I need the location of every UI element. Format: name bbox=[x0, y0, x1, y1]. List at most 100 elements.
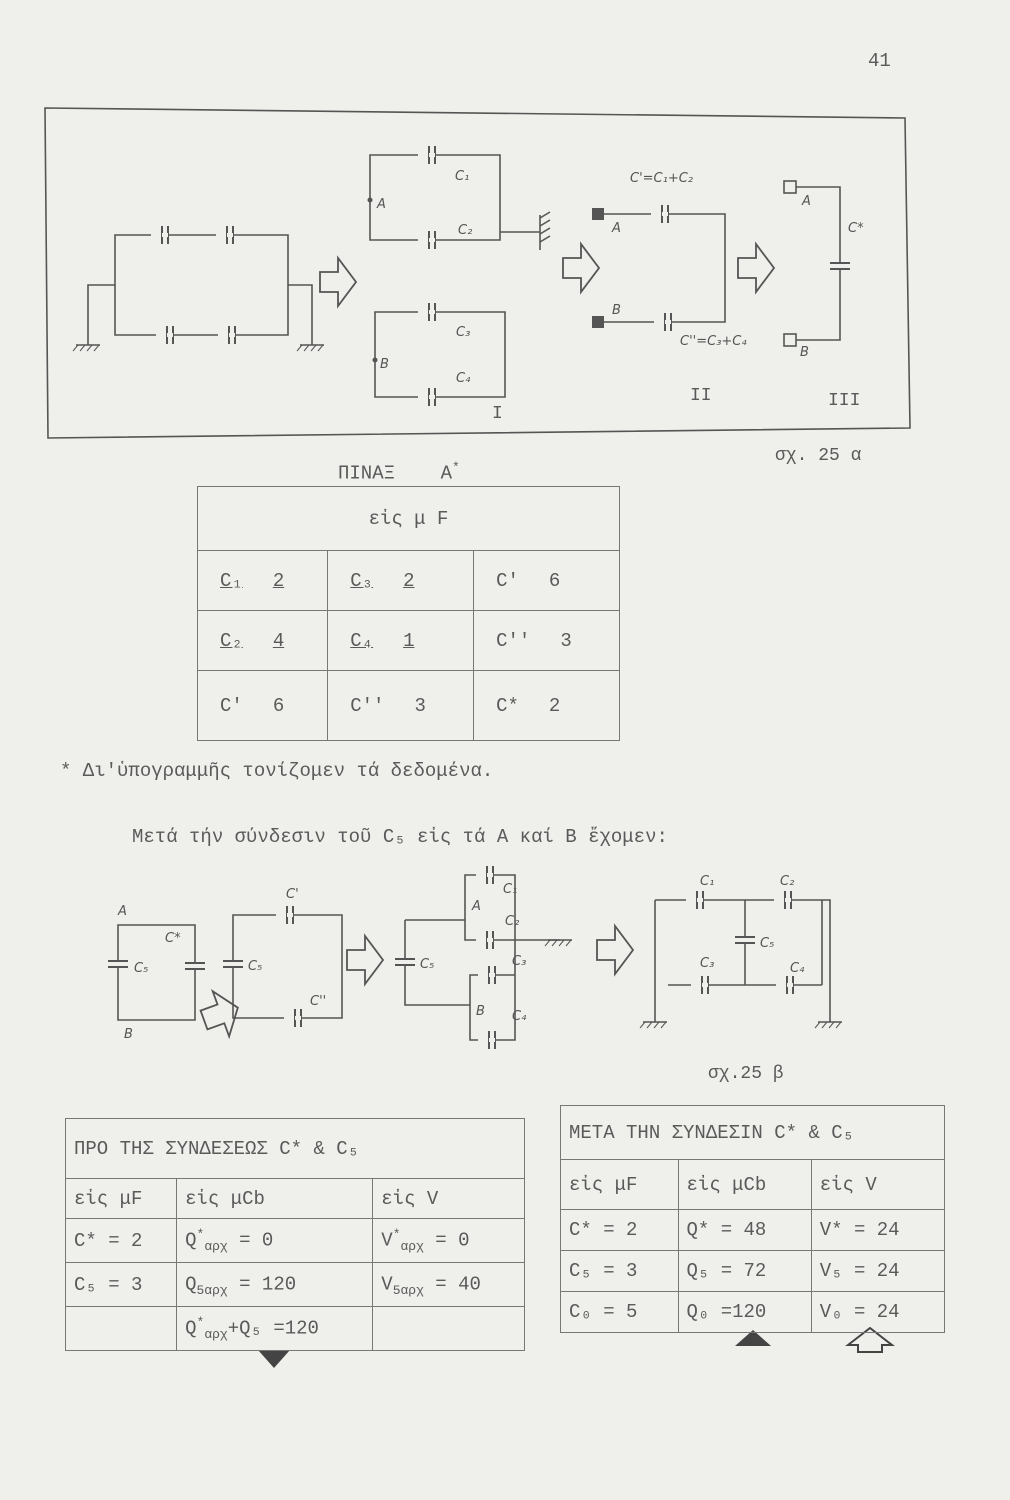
capacitance-value: 1 bbox=[403, 629, 415, 652]
table-cell: Q₀ =120 bbox=[677, 1291, 812, 1333]
capacitor-name: C₄ bbox=[350, 629, 374, 652]
table-cell: V₀ = 24 bbox=[810, 1291, 946, 1333]
table-cell: V* = 24 bbox=[810, 1209, 946, 1251]
capacitance-value: 2 bbox=[403, 569, 415, 592]
voltage-cell: V5αρχ = 40 bbox=[372, 1262, 525, 1307]
label-c5-2: C₅ bbox=[248, 959, 262, 974]
label-b-3: B bbox=[476, 1004, 485, 1019]
column-header: εἰς μF bbox=[64, 1178, 178, 1219]
figure-25b: A B C₅ C* C' C₅ C'' C₅ A B C₁ C₂ C₃ C₄ C… bbox=[106, 864, 843, 1051]
label-b3: B bbox=[800, 345, 809, 360]
capacitor-name: C* bbox=[496, 694, 519, 717]
table-cell: Q₅ = 72 bbox=[677, 1250, 812, 1292]
label-c1: C₁ bbox=[503, 882, 517, 897]
table-cell: Q* = 48 bbox=[677, 1209, 812, 1251]
capacitor-name: C'' bbox=[350, 694, 385, 717]
table-cell: C''3 bbox=[473, 610, 620, 671]
figure-caption-25b: σχ.25 β bbox=[708, 1064, 784, 1084]
charge-cell: Q*αρχ+Q₅ =120 bbox=[176, 1306, 374, 1351]
label-c4: C₄ bbox=[512, 1009, 527, 1024]
capacitance-value: 3 bbox=[414, 694, 426, 717]
column-header: εἰς μF bbox=[560, 1159, 679, 1210]
label-c-star: C* bbox=[165, 931, 181, 946]
label-c-prime-eq: C'=C₁+C₂ bbox=[630, 171, 693, 186]
table-row: Q*αρχ+Q₅ =120 bbox=[64, 1306, 525, 1351]
voltage-cell bbox=[372, 1306, 525, 1351]
label-c5-4: C₅ bbox=[760, 936, 774, 951]
body-sentence: Μετά τήν σύνδεσιν τοῦ C₅ εἰς τά A καί B … bbox=[132, 826, 668, 848]
table-cell: C* 2 bbox=[473, 670, 620, 741]
table-cell: V₅ = 24 bbox=[810, 1250, 946, 1292]
up-triangle-marker bbox=[735, 1330, 771, 1346]
capacitance-value: 6 bbox=[272, 694, 285, 717]
label-c4-4: C₄ bbox=[790, 961, 805, 976]
figure-caption-25a: σχ. 25 α bbox=[775, 446, 862, 466]
column-header: εἰς V bbox=[372, 1178, 525, 1219]
label-c-dprime-eq: C''=C₃+C₄ bbox=[680, 334, 747, 349]
table-cell: C₅ = 3 bbox=[560, 1250, 679, 1292]
capacitance-cell: C₅ = 3 bbox=[64, 1262, 178, 1307]
table-cell: C* = 2 bbox=[560, 1209, 679, 1251]
label-c-star: C* bbox=[848, 221, 864, 236]
label-c3: C₃ bbox=[512, 954, 526, 969]
stage-label-1: I bbox=[492, 404, 503, 424]
label-c2: C₂ bbox=[458, 223, 472, 238]
table-a-title: ΠΙΝΑΞ A* bbox=[338, 460, 460, 485]
label-c3: C₃ bbox=[456, 325, 470, 340]
label-c1: C₁ bbox=[455, 169, 469, 184]
unit-header: εἰς μ F bbox=[197, 486, 620, 551]
table-cell: C'' 3 bbox=[327, 670, 475, 741]
stage-label-2: II bbox=[690, 386, 712, 406]
charge-cell: Q*αρχ = 0 bbox=[176, 1218, 374, 1263]
capacitor-name: C₁ bbox=[220, 569, 243, 592]
charge-cell: Q5αρχ = 120 bbox=[176, 1262, 374, 1307]
table-cell: C₄ 1 bbox=[327, 610, 475, 671]
column-header: εἰς μCb bbox=[677, 1159, 812, 1210]
capacitance-cell bbox=[64, 1306, 178, 1351]
capacitor-name: C' bbox=[220, 694, 243, 717]
table-row: C' 6 C'' 3 C* 2 bbox=[196, 670, 620, 741]
voltage-cell: V*αρχ = 0 bbox=[372, 1218, 525, 1263]
label-a-3: A bbox=[471, 899, 481, 914]
table-title: ΜΕΤΑ ΤΗΝ ΣΥΝΔΕΣΙΝ C* & C₅ bbox=[560, 1105, 945, 1160]
table-title: ΠΡΟ ΤΗΣ ΣΥΝΔΕΣΕΩΣ C* & C₅ bbox=[65, 1118, 525, 1179]
table-cell: C' 6 bbox=[196, 670, 329, 741]
label-c2-4: C₂ bbox=[780, 874, 794, 889]
column-header: εἰς μCb bbox=[176, 1178, 374, 1219]
label-a: A bbox=[117, 904, 127, 919]
capacitance-value: 2 bbox=[548, 694, 561, 717]
table-cell: C₀ = 5 bbox=[560, 1291, 679, 1333]
label-c-dprime: C'' bbox=[310, 994, 326, 1009]
stage-label-3: III bbox=[828, 391, 860, 411]
label-b2: B bbox=[612, 303, 621, 318]
label-c3-4: C₃ bbox=[700, 956, 714, 971]
capacitor-name: C' bbox=[496, 569, 519, 592]
label-a2: A bbox=[611, 221, 621, 236]
column-header: εἰς V bbox=[810, 1159, 946, 1210]
capacitance-cell: C* = 2 bbox=[64, 1218, 178, 1263]
label-c5-3: C₅ bbox=[420, 957, 434, 972]
label-c2: C₂ bbox=[505, 914, 519, 929]
label-a3: A bbox=[801, 194, 811, 209]
table-cell: C'6 bbox=[473, 550, 620, 611]
capacitor-name: C'' bbox=[496, 629, 531, 652]
label-b: B bbox=[380, 357, 389, 372]
label-c5: C₅ bbox=[134, 961, 148, 976]
page-number: 41 bbox=[868, 50, 891, 72]
figure-25a: C₁ C₂ C₃ C₄ A B I A B C'=C₁+C₂ C''=C₃+C₄… bbox=[44, 107, 911, 439]
down-triangle-marker bbox=[258, 1350, 290, 1368]
